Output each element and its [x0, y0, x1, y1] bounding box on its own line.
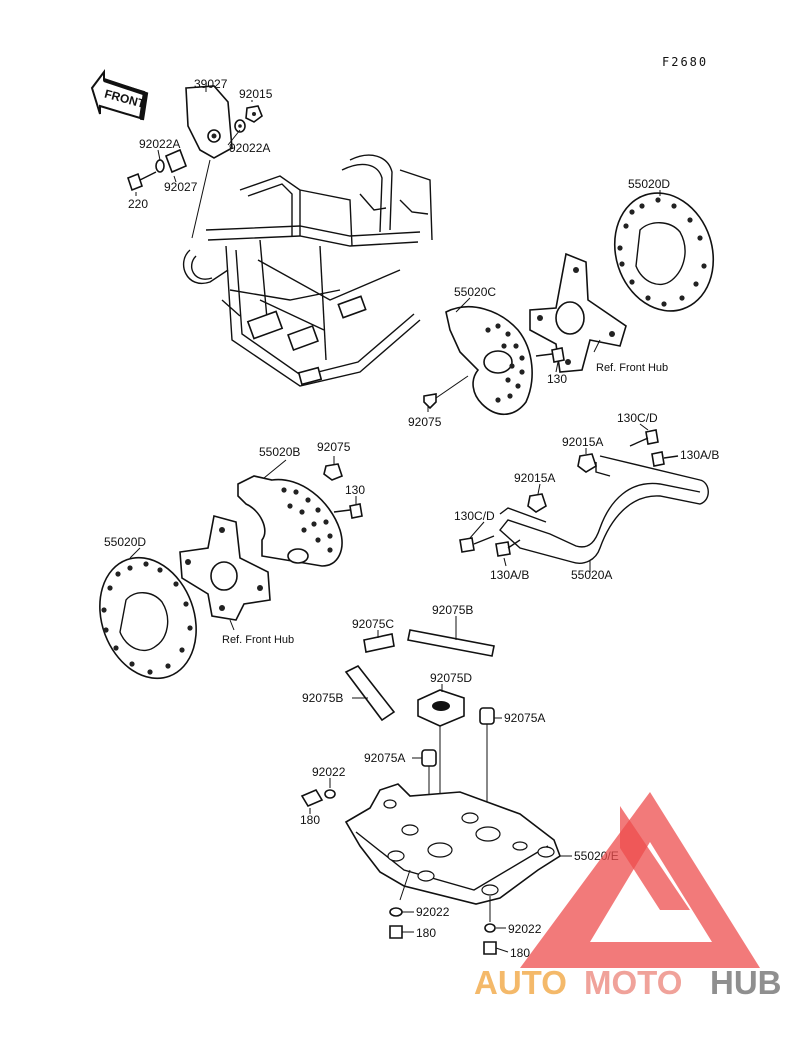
guard-55020C: [445, 306, 533, 416]
front-hub-right: [529, 252, 627, 373]
part-label-130-right: 130: [547, 372, 567, 386]
figure-code: F2680: [662, 55, 708, 69]
part-label-180-bottom-left: 180: [416, 926, 436, 940]
bolt-130CD-mid: [459, 535, 495, 553]
part-label-220: 220: [128, 197, 148, 211]
part-label-130AB-bottom: 130A/B: [490, 568, 529, 582]
part-label-92075-left: 92075: [317, 440, 351, 454]
disc-55020D-right: [613, 192, 715, 312]
part-label-92022-bottom-right: 92022: [508, 922, 542, 936]
nut-92015A-mid: [527, 493, 547, 513]
part-label-39027: 39027: [194, 77, 228, 91]
front-arrow-icon: FRONT: [90, 69, 149, 121]
part-label-92027: 92027: [164, 180, 198, 194]
bolt-180-bottom-right: [483, 941, 497, 955]
leader-lines-top: [135, 86, 253, 239]
rivet-92075-right: [423, 375, 469, 410]
part-label-92015A-top: 92015A: [562, 435, 603, 449]
ref-front-hub-label-right: Ref. Front Hub: [596, 362, 668, 374]
part-label-130CD-top: 130C/D: [617, 411, 658, 425]
bolt-130AB-right: [651, 451, 679, 467]
nut-92015A-top: [577, 453, 597, 473]
part-label-92015: 92015: [239, 87, 273, 101]
part-label-92075B-left: 92075B: [302, 691, 343, 705]
part-label-55020C: 55020C: [454, 285, 496, 299]
bolt-180-bottom-left: [389, 925, 403, 939]
automotohub-watermark: AUTO MOTO HUB: [474, 792, 782, 1001]
collar-92027: [164, 148, 188, 174]
part-label-92022-bottom-left: 92022: [416, 905, 450, 919]
part-label-130-left: 130: [345, 483, 365, 497]
part-label-180-left: 180: [300, 813, 320, 827]
part-label-55020A: 55020A: [571, 568, 612, 582]
part-label-180-bottom-right: 180: [510, 946, 530, 960]
pad-92075D: [417, 689, 465, 727]
pad-92075B-left: [344, 664, 396, 722]
watermark-word-hub: HUB: [710, 964, 782, 1001]
bolt-130CD-top: [629, 429, 659, 447]
nut-92015: [245, 105, 263, 123]
part-label-92075A-right: 92075A: [504, 711, 545, 725]
washer-92022-bottom-left: [389, 907, 403, 917]
part-label-55020B: 55020B: [259, 445, 300, 459]
frame-assembly: [182, 154, 433, 387]
part-label-92075C: 92075C: [352, 617, 394, 631]
ref-front-hub-label-left: Ref. Front Hub: [222, 634, 294, 646]
watermark-word-moto: MOTO: [584, 964, 682, 1001]
part-label-92075A-left: 92075A: [364, 751, 405, 765]
part-label-92022-left: 92022: [312, 765, 346, 779]
watermark-inner-triangle-icon: [620, 806, 690, 910]
bracket-39027: [185, 85, 233, 159]
part-label-55020D-right: 55020D: [628, 177, 670, 191]
bolt-130AB-bottom: [495, 539, 521, 557]
washer-92022-left: [324, 789, 336, 799]
washer-92022A-right: [234, 119, 246, 133]
washer-92022-bottom-right: [484, 923, 496, 933]
bolt-220: [127, 171, 157, 192]
part-label-92075-right: 92075: [408, 415, 442, 429]
pad-92075C: [363, 633, 395, 653]
part-label-130CD-mid: 130C/D: [454, 509, 495, 523]
watermark-word-auto: AUTO: [474, 964, 567, 1001]
washer-92022A-left: [155, 159, 165, 173]
nut-92075-left: [323, 463, 343, 481]
part-label-92022A-right: 92022A: [229, 141, 270, 155]
part-label-55020D-left: 55020D: [104, 535, 146, 549]
part-label-92022A-left: 92022A: [139, 137, 180, 151]
bolt-130-right: [535, 347, 565, 363]
front-hub-left: [179, 514, 271, 621]
skid-plate-55020E: [344, 783, 561, 905]
pad-92075B-top: [407, 629, 495, 657]
part-label-92015A-mid: 92015A: [514, 471, 555, 485]
leader-lines-general: [129, 190, 661, 953]
watermark-triangle-icon: [520, 792, 760, 968]
part-label-130AB-right: 130A/B: [680, 448, 719, 462]
part-label-92075B-top: 92075B: [432, 603, 473, 617]
bolt-180-left: [300, 788, 324, 808]
bolt-130-left: [333, 503, 363, 519]
guard-55020B: [237, 475, 343, 567]
disc-55020D-left: [99, 556, 197, 680]
part-label-92075D: 92075D: [430, 671, 472, 685]
